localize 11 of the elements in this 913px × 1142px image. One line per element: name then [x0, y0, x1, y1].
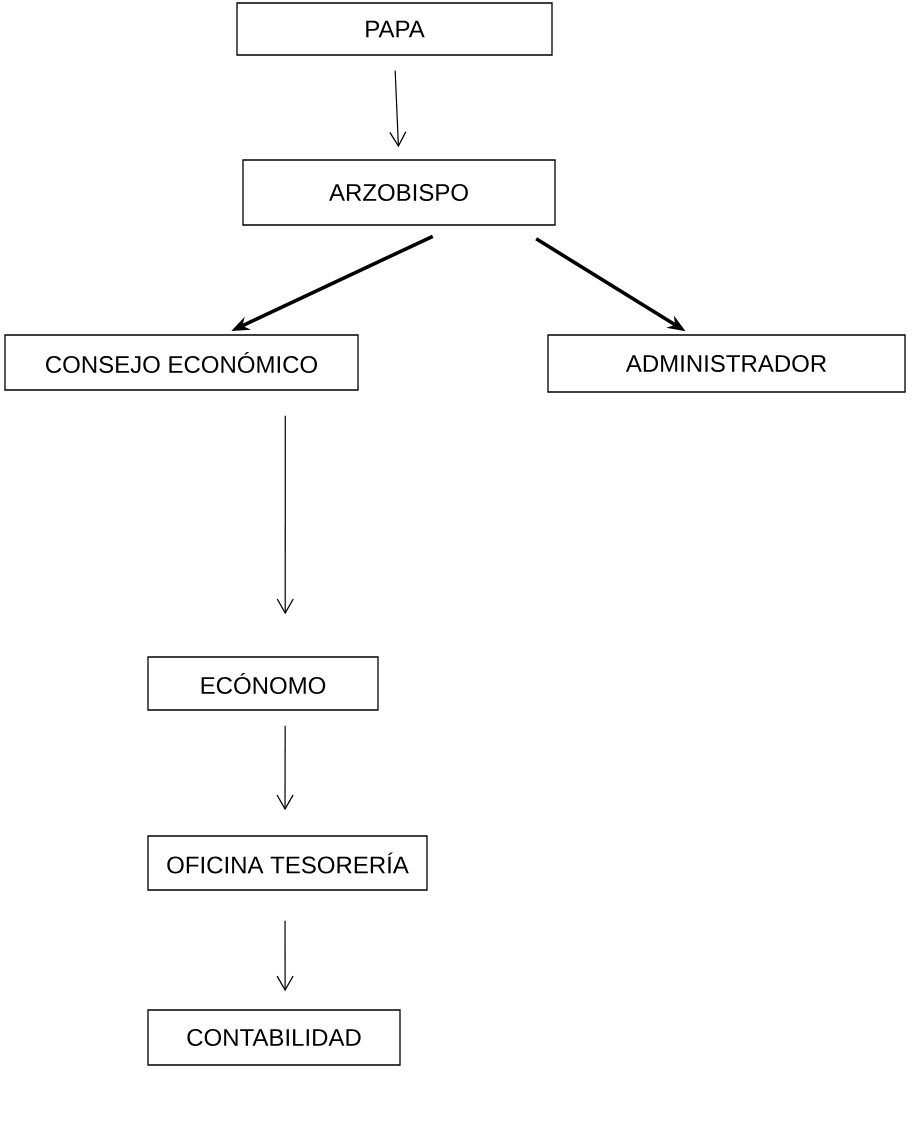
arrow: [389, 70, 407, 148]
arrow: [276, 415, 294, 615]
org-box: ECÓNOMO: [147, 656, 379, 711]
arrow: [276, 920, 294, 992]
org-box: CONSEJO ECONÓMICO: [4, 334, 359, 391]
org-box: ADMINISTRADOR: [547, 334, 906, 393]
org-box: ARZOBISPO: [242, 159, 556, 226]
org-box: PAPA: [236, 2, 553, 56]
arrow: [276, 725, 294, 811]
org-box: CONTABILIDAD: [147, 1009, 401, 1066]
org-box: OFICINA TESORERÍA: [147, 835, 428, 891]
